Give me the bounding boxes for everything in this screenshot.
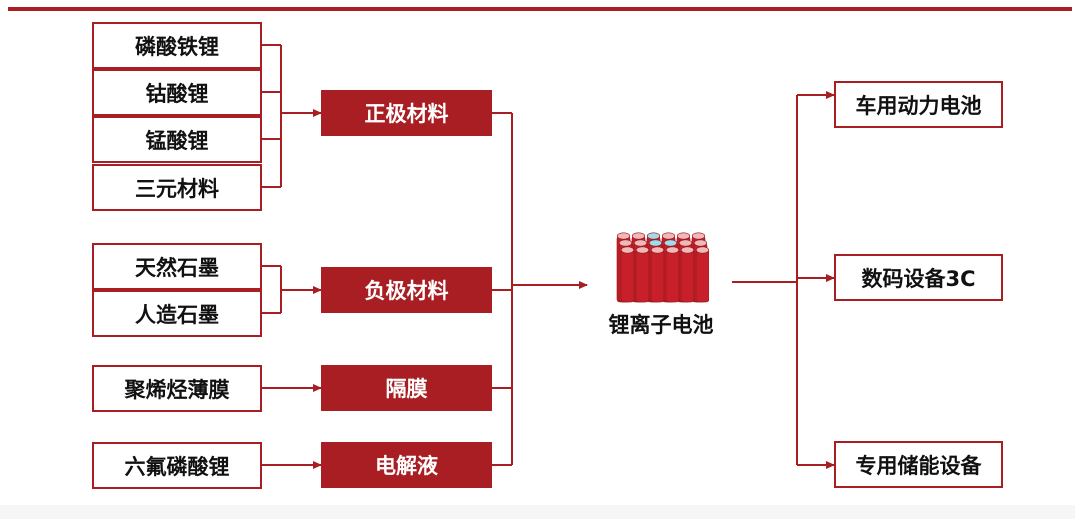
battery-cell-top [631,232,646,240]
battery-cell-top [695,246,709,254]
header-rule [8,7,1072,11]
battery-cell-body [635,249,650,303]
battery-cell-top [676,232,691,240]
source-node-lco: 钴酸锂 [92,69,262,116]
component-node-anode: 负极材料 [321,267,492,313]
battery-cell-top [648,239,663,247]
battery-cell-top [635,246,650,254]
battery-cell-body [680,249,695,303]
battery-cell-top [620,246,635,254]
bottom-band [0,505,1075,519]
center-node-label: 锂离子电池 [608,313,714,337]
battery-cells-icon [616,232,709,303]
application-node-3c: 数码设备3C [834,254,1003,301]
battery-cell-top [678,239,693,247]
battery-cell-body [695,249,709,303]
source-node-natural-graphite: 天然石墨 [92,243,262,290]
component-node-separator: 隔膜 [321,365,492,411]
battery-cell-top [691,232,706,240]
source-node-lmo: 锰酸锂 [92,116,262,163]
application-node-ev: 车用动力电池 [834,81,1003,128]
source-node-artificial-graphite: 人造石墨 [92,290,262,337]
source-node-ncm: 三元材料 [92,164,262,211]
component-node-electrolyte: 电解液 [321,442,492,488]
component-node-cathode: 正极材料 [321,90,492,136]
battery-cell-body [620,249,635,303]
battery-cell-top [665,246,680,254]
source-node-lipf6: 六氟磷酸锂 [92,442,262,489]
battery-cell-body [665,249,680,303]
battery-cell-top [661,232,676,240]
battery-cell-top [618,239,633,247]
source-node-lfp: 磷酸铁锂 [92,22,262,69]
battery-cell-top [646,232,661,240]
source-node-polyolefin-film: 聚烯烃薄膜 [92,365,262,412]
battery-cell-top [693,239,708,247]
battery-cell-top [663,239,678,247]
battery-cell-body [650,249,665,303]
application-node-storage: 专用储能设备 [834,441,1003,488]
battery-cell-top [616,232,631,240]
battery-cell-top [633,239,648,247]
battery-cell-top [680,246,695,254]
battery-cell-top [650,246,665,254]
